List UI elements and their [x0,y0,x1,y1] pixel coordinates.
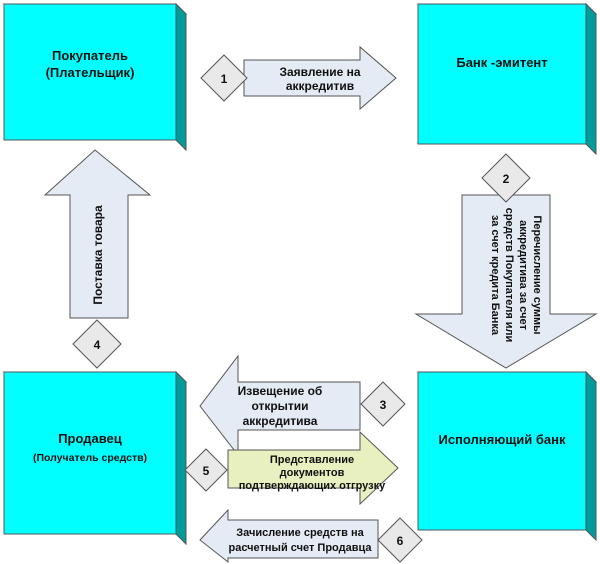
step-6-number: 6 [397,534,404,548]
step-2: 2 Перечисление суммы аккредитива за счет… [414,153,598,369]
step-2-label: Перечисление суммы аккредитива за счет с… [489,208,543,343]
buyer-box: Покупатель (Плательщик) [2,2,188,152]
buyer-box-front [3,3,177,141]
step-5: 5 Представление документов подтверждающи… [184,430,399,506]
step-4: 4 Поставка товара [43,149,152,369]
issuing-bank-box-front [417,3,587,145]
step-1-label-line2: аккредитив [286,79,354,93]
step-5-arrow [227,430,399,506]
issuing-bank-box: Банк -эмитент [416,2,598,156]
step-3-number: 3 [380,398,387,412]
seller-label-line1: Продавец [58,431,122,446]
step-3: 3 Извещение об открытии аккредитива [199,354,406,457]
step-2-label-line1: Перечисление суммы [531,215,543,334]
step-2-arrow [414,194,598,369]
executing-bank-box: Исполняющий банк [416,370,598,542]
step-5-label-line1: Представление [270,454,354,466]
seller-box-side [175,370,187,546]
seller-box: Продавец (Получатель средств) [2,370,188,546]
step-5-label-line3: подтверждающих отгрузку [239,480,386,492]
step-1-arrow [243,45,397,111]
step-3-label-line1: Извещение об [238,384,323,398]
step-1-number: 1 [221,72,228,86]
step-3-label-line2: открытии [251,399,308,413]
step-2-label-line3: средств Покупателя или [503,208,515,343]
seller-label-line2: (Получатель средств) [33,452,147,464]
seller-box-front [3,371,177,535]
step-1-badge [200,54,248,102]
issuing-bank-box-side [585,2,597,156]
step-4-badge [72,319,122,369]
issuing-bank-label: Банк -эмитент [456,55,547,70]
step-4-label-line1: Поставка товара [91,205,105,305]
step-4-number: 4 [94,338,101,352]
step-5-label-line2: документов [280,467,345,479]
step-5-badge [184,448,228,492]
step-6: 6 Зачисление средств на расчетный счет П… [199,508,423,564]
buyer-label-line2: (Плательщик) [46,65,135,80]
step-6-label-line2: расчетный счет Продавца [229,542,373,554]
step-2-label-line2: аккредитива за счет [517,220,529,330]
step-3-arrow [199,354,361,457]
executing-bank-label: Исполняющий банк [438,432,566,447]
step-6-label-line1: Зачисление средств на [236,527,364,539]
executing-bank-box-side [585,370,597,542]
step-3-label-line3: аккредитива [243,414,318,428]
step-1: 1 Заявление на аккредитив [200,45,397,111]
executing-bank-box-front [417,371,587,531]
step-6-badge [377,517,423,563]
step-2-label-line4: за счет кредита Банка [489,215,501,336]
step-2-badge [481,153,531,203]
step-2-number: 2 [503,172,510,186]
step-1-label-line1: Заявление на [279,65,360,79]
step-5-number: 5 [203,464,210,478]
step-3-badge [360,381,406,427]
buyer-box-side [175,2,187,152]
step-6-arrow [199,508,379,564]
buyer-label-line1: Покупатель [52,48,128,63]
step-4-arrow [43,149,152,319]
